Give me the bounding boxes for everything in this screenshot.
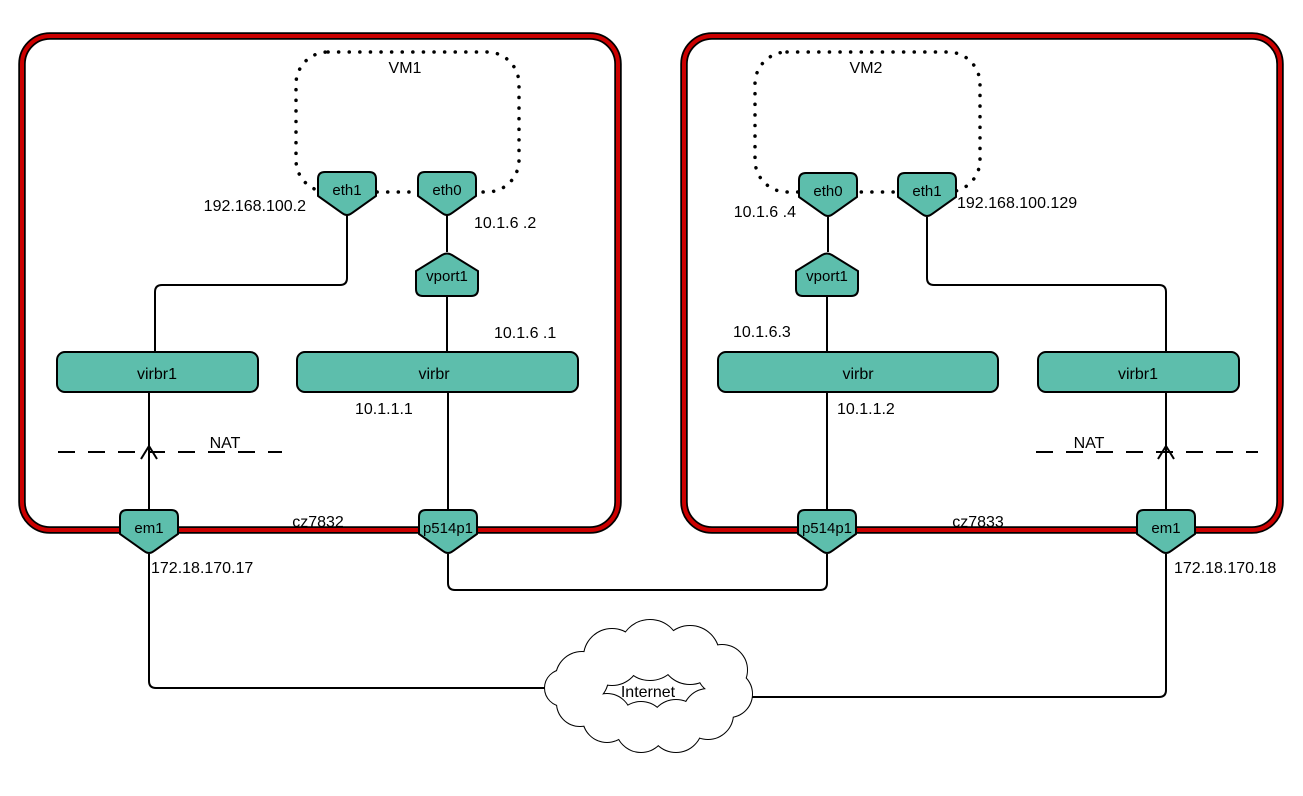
- host2-vm2-label: VM2: [850, 60, 883, 77]
- host1-port-eth0-label: eth0: [432, 182, 461, 199]
- host1-port-p514p1-label: p514p1: [423, 520, 473, 537]
- host1-port-em1-label: em1: [134, 520, 163, 537]
- host2-port-vport1-label: vport1: [806, 268, 848, 285]
- host2-port-eth1-label: eth1: [912, 183, 941, 200]
- host2-data-link-label: cz7833: [952, 514, 1004, 531]
- host1-data-link-label: cz7832: [292, 514, 344, 531]
- host1-border-outline: [18, 32, 622, 534]
- host1-border-red: [20, 34, 620, 532]
- host1: VM1 NAT virbr1 virbr eth1 eth0 vport1 em…: [18, 32, 622, 577]
- host2-bridge-virbr1-label: virbr1: [1118, 366, 1158, 383]
- host1-vm1-label: VM1: [389, 60, 422, 77]
- wire-host1-eth1-to-virbr1: [154, 214, 348, 352]
- host1-bridge-virbr1: [56, 351, 259, 393]
- host2-nat-up-arrow: [1157, 444, 1175, 460]
- host1-em1-ip: 172.18.170.17: [151, 560, 253, 577]
- host2-bridge-virbr1: [1037, 351, 1240, 393]
- internet-cloud-body: [545, 620, 752, 752]
- host2-eth0-ip: 10.1.6 .4: [734, 204, 796, 221]
- host1-bridge-virbr-label: virbr: [418, 366, 450, 383]
- host1-virbr-lower-ip: 10.1.1.1: [355, 401, 413, 418]
- host1-eth1-ip: 192.168.100.2: [204, 198, 306, 215]
- host2-virbr-lower-ip: 10.1.1.2: [837, 401, 895, 418]
- host2-bridge-virbr: [717, 351, 999, 393]
- host2-nat-label: NAT: [1074, 435, 1105, 452]
- internet-cloud: Internet: [544, 619, 753, 753]
- host1-port-vport1-label: vport1: [426, 268, 468, 285]
- host2-virbr-upper-ip: 10.1.6.3: [733, 324, 791, 341]
- host1-bridge-virbr: [296, 351, 579, 393]
- host2-border-outline: [680, 32, 1284, 534]
- host2-em1-ip: 172.18.170.18: [1174, 560, 1276, 577]
- wire-host1-em1-to-internet: [148, 554, 600, 689]
- host2-port-em1-label: em1: [1151, 520, 1180, 537]
- host2: VM2 NAT virbr virbr1 eth0 eth1 vport1 p5…: [680, 32, 1284, 577]
- host1-bridge-virbr1-label: virbr1: [137, 366, 177, 383]
- internet-label: Internet: [621, 684, 676, 701]
- host2-eth1-ip: 192.168.100.129: [957, 195, 1077, 212]
- host1-vm1-dotted-box: [294, 50, 521, 194]
- host1-nat-up-arrow: [140, 444, 158, 460]
- host1-nat-label: NAT: [210, 435, 241, 452]
- host1-eth0-ip: 10.1.6 .2: [474, 215, 536, 232]
- host2-bridge-virbr-label: virbr: [842, 366, 874, 383]
- host1-virbr-upper-ip: 10.1.6 .1: [494, 325, 556, 342]
- wire-host2-em1-to-internet: [700, 554, 1167, 698]
- host2-port-p514p1-label: p514p1: [802, 520, 852, 537]
- host1-port-eth1-label: eth1: [332, 182, 361, 199]
- host2-border-red: [682, 34, 1282, 532]
- host2-port-eth0-label: eth0: [813, 183, 842, 200]
- wire-p514p1-to-p514p1: [447, 554, 828, 591]
- wire-host2-eth1-to-virbr1: [926, 217, 1167, 352]
